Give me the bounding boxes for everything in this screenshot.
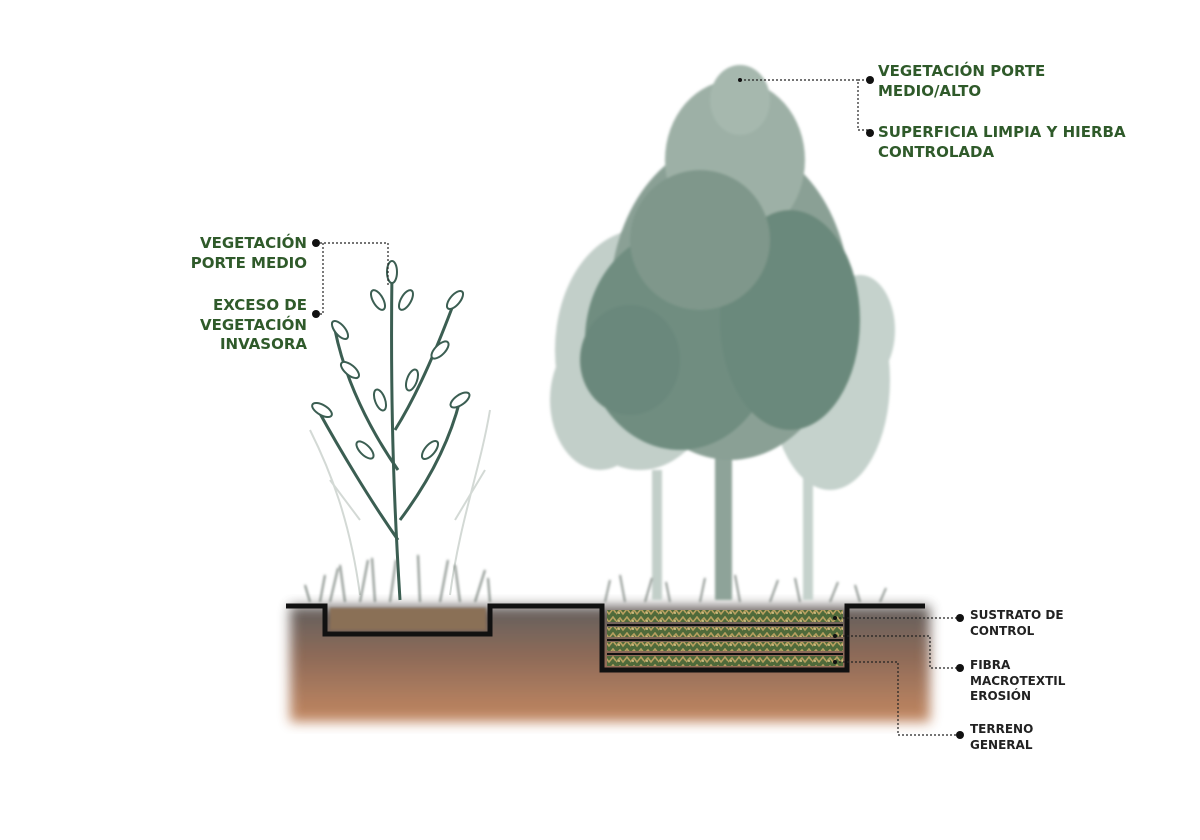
- label-line: TERRENO: [970, 722, 1034, 736]
- label-shrub-invasive: EXCESO DE VEGETACIÓN INVASORA: [200, 296, 307, 355]
- leader-lines: [318, 79, 958, 736]
- ground-section: [286, 603, 925, 673]
- label-fiber: FIBRA MACROTEXTIL EROSIÓN: [970, 658, 1065, 705]
- label-line: GENERAL: [970, 737, 1033, 752]
- layered-pit: [607, 610, 843, 666]
- label-tree-top: VEGETACIÓN PORTE MEDIO/ALTO: [878, 62, 1045, 101]
- left-pit-fill: [330, 608, 486, 630]
- label-line: PORTE MEDIO: [190, 253, 307, 272]
- label-line: MACROTEXTIL: [970, 673, 1066, 688]
- label-ground: TERRENO GENERAL: [970, 722, 1033, 753]
- shrub-main: [316, 269, 462, 601]
- shrub-leaves: [311, 260, 471, 461]
- label-tree-surface: SUPERFICIA LIMPIA Y HIERBA CONTROLADA: [878, 123, 1126, 162]
- label-line: EROSIÓN: [970, 689, 1031, 704]
- label-shrub-top: VEGETACIÓN PORTE MEDIO: [191, 234, 307, 273]
- main-tree: [580, 65, 860, 600]
- label-line: EXCESO DE: [212, 296, 307, 314]
- leader-dots: [312, 76, 964, 739]
- label-line: INVASORA: [219, 335, 307, 353]
- label-line: SUPERFICIA LIMPIA Y HIERBA: [878, 123, 1126, 141]
- label-line: SUSTRATO DE: [970, 608, 1064, 622]
- label-line: VEGETACIÓN PORTE: [878, 62, 1046, 80]
- shrub-ghost: [309, 409, 491, 596]
- label-line: CONTROL: [970, 623, 1035, 638]
- grass-left: [304, 554, 491, 603]
- grass-right: [604, 574, 887, 603]
- label-substrate: SUSTRATO DE CONTROL: [970, 608, 1064, 639]
- label-line: VEGETACIÓN: [200, 234, 307, 252]
- label-line: VEGETACIÓN: [200, 315, 307, 334]
- label-line: CONTROLADA: [878, 142, 995, 161]
- label-line: MEDIO/ALTO: [878, 81, 982, 100]
- label-line: FIBRA: [970, 658, 1011, 672]
